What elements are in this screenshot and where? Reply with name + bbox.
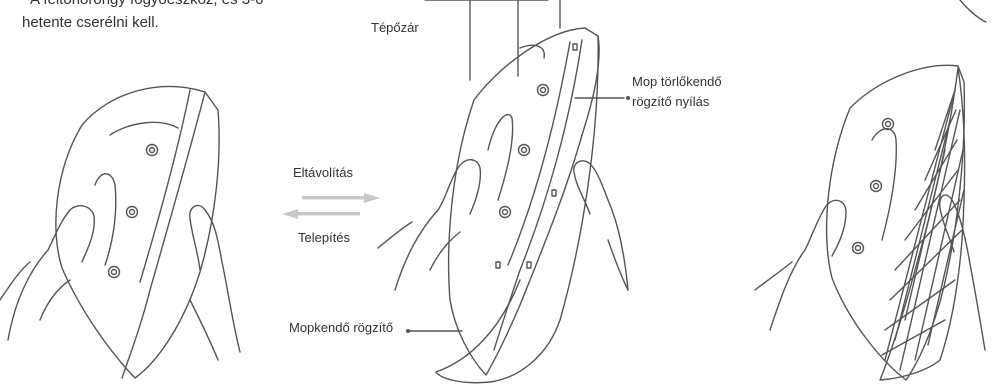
mop-holder-label: Mopkendő rögzítő [289, 320, 393, 336]
center-button-1 [538, 85, 549, 96]
left-button-1 [147, 145, 158, 156]
right-hand-1 [770, 200, 846, 330]
maintenance-note-line-2: hetente cserélni kell. [22, 14, 159, 33]
right-mop-cloth [880, 68, 965, 380]
remove-label: Eltávolítás [293, 165, 353, 181]
install-arrow-head [282, 209, 298, 219]
velcro-label: Tépőzár [371, 20, 419, 36]
right-button-3 [853, 243, 864, 254]
right-mop-illustration [755, 0, 986, 380]
mop-slot-label-line-2: rögzítő nyílás [632, 94, 709, 110]
center-mop-plate [449, 28, 599, 375]
left-button-2 [127, 207, 138, 218]
remove-arrow-shaft [302, 196, 364, 200]
right-button-2 [871, 181, 882, 192]
velcro-leader-lines [425, 0, 560, 80]
remove-arrow-head [364, 193, 380, 203]
left-mop-removal-illustration [0, 87, 240, 378]
install-label: Telepítés [298, 230, 350, 246]
maintenance-note-line-1: A feltörlőrongy fogyóeszköz, és 3-6 [30, 0, 263, 10]
center-button-2 [519, 145, 530, 156]
mop-slot-label-line-1: Mop törlőkendő [632, 74, 722, 90]
center-mop-illustration [378, 0, 628, 383]
center-button-3 [500, 207, 511, 218]
right-button-1 [883, 119, 894, 130]
left-hand-1 [8, 206, 94, 340]
install-arrow-shaft [298, 212, 360, 216]
remove-install-arrows [282, 193, 380, 219]
left-button-3 [109, 267, 120, 278]
